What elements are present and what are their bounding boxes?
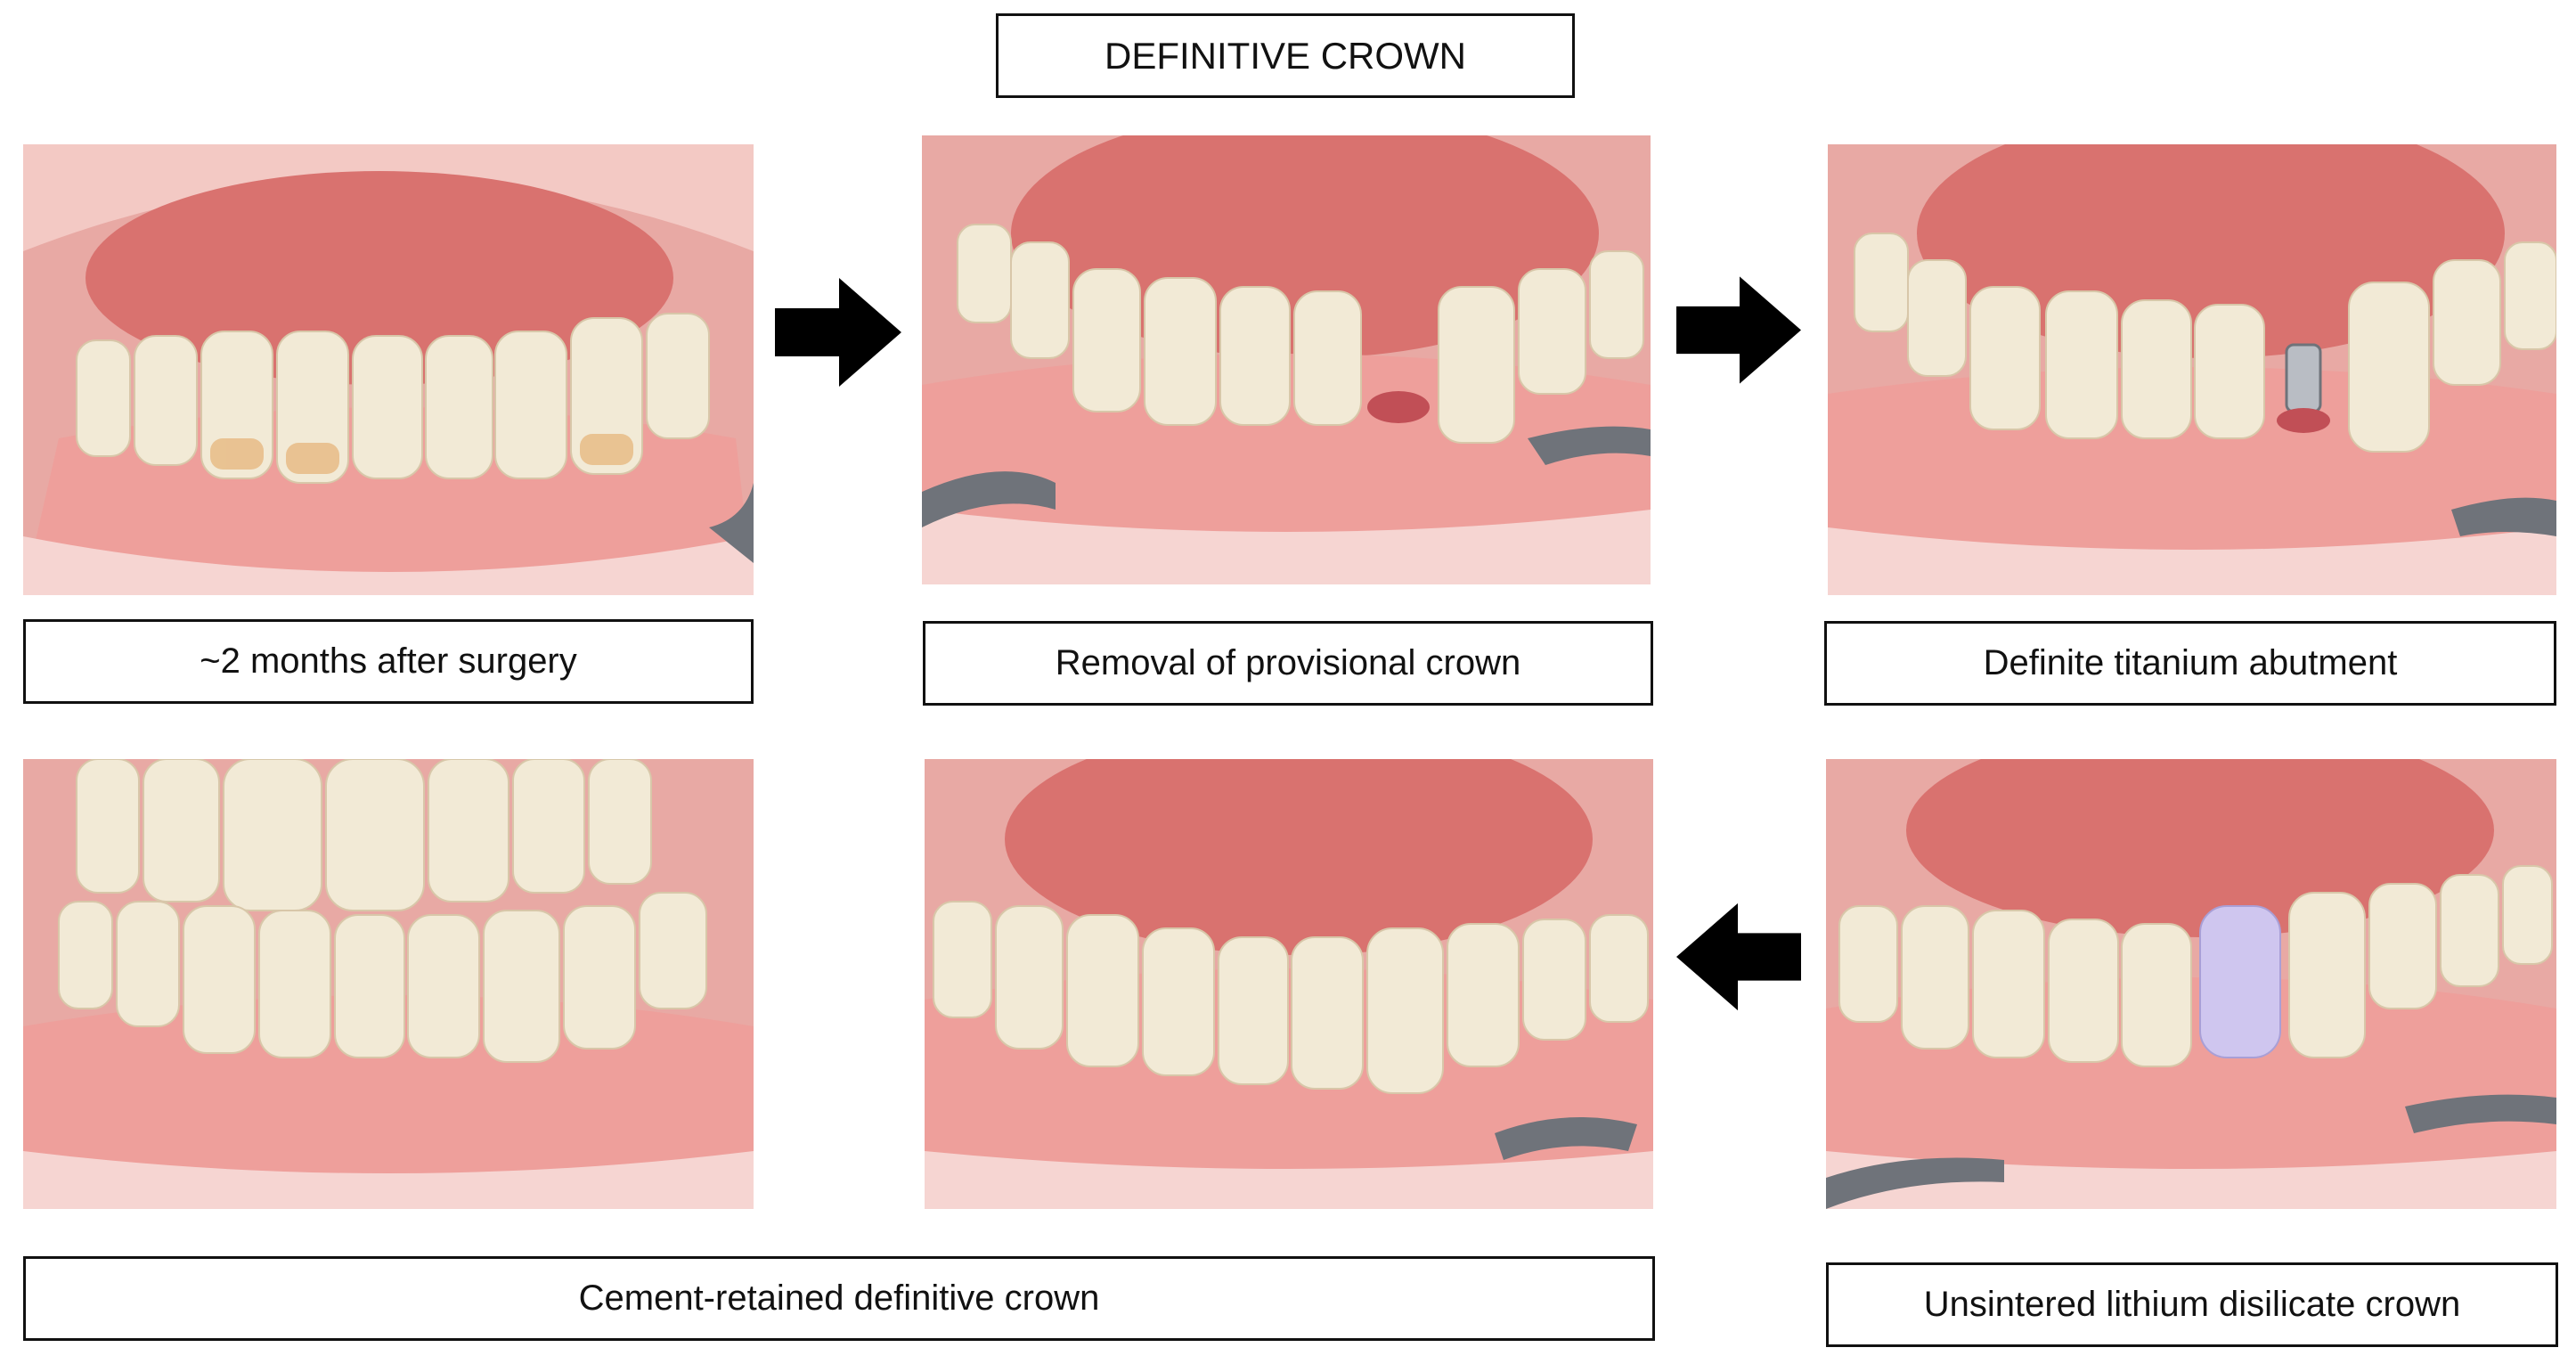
photo-unsintered-lithium-disilicate-crown (1826, 759, 2556, 1209)
caption-two-months-after-surgery: ~2 months after surgery (23, 619, 754, 704)
arrow-right-2-icon (1676, 274, 1801, 386)
caption-unsintered-lithium-disilicate-crown: Unsintered lithium disilicate crown (1826, 1262, 2558, 1347)
photo-cement-retained-definitive-crown (23, 759, 754, 1209)
photo-definite-titanium-abutment (1828, 144, 2556, 595)
arrow-left-icon (1676, 903, 1801, 1011)
photo-two-months-after-surgery (23, 144, 754, 595)
caption-removal-of-provisional-crown: Removal of provisional crown (923, 621, 1653, 706)
figure-title: DEFINITIVE CROWN (996, 13, 1575, 98)
photo-definitive-crown-in-place (925, 759, 1653, 1209)
arrow-right-1-icon (775, 278, 901, 387)
caption-cement-retained-definitive-crown: Cement-retained definitive crown (23, 1256, 1655, 1341)
caption-definite-titanium-abutment: Definite titanium abutment (1824, 621, 2556, 706)
photo-removal-of-provisional-crown (922, 135, 1651, 584)
